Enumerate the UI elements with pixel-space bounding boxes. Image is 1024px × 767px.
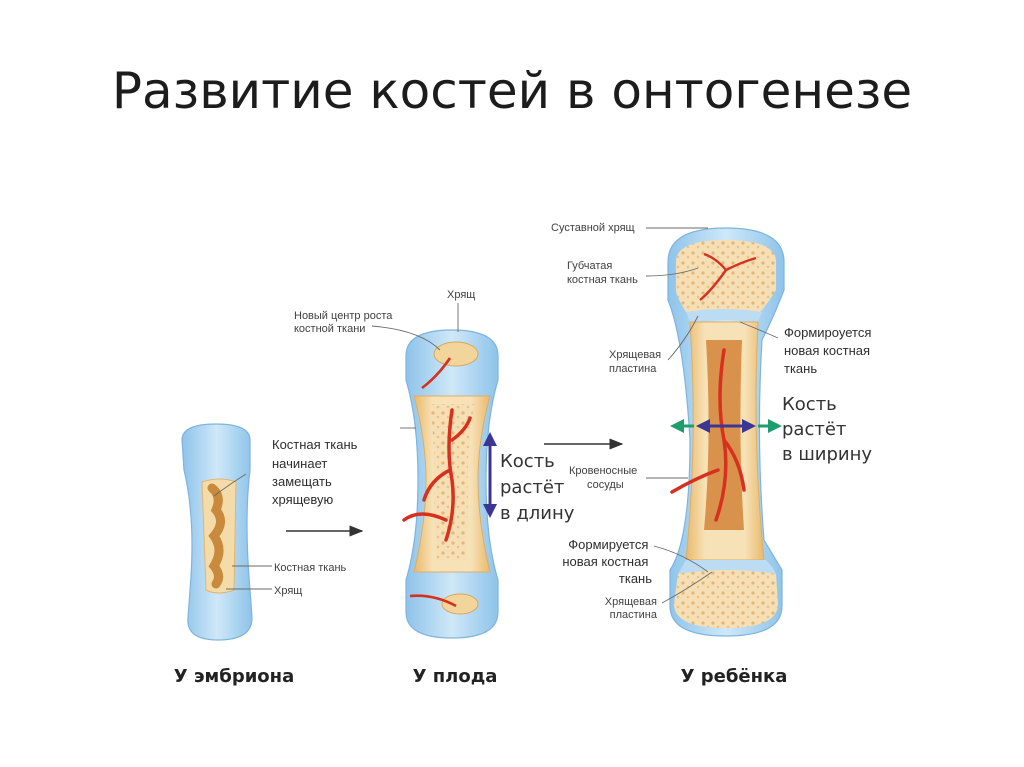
child-bone — [645, 227, 785, 637]
svg-text:Губчатая костная ткань: Губчатая костная ткань — [567, 260, 638, 286]
child-forming-top-line1: Формироуется — [784, 325, 871, 340]
child-forming-top-line2: новая костная — [784, 343, 870, 358]
embryo-cartilage-label: Хрящ — [274, 585, 302, 597]
stage-embryo-label: У эмбриона — [174, 666, 295, 687]
fetus-growth-line3: в длину — [500, 503, 575, 524]
stage-child-label: У ребёнка — [681, 666, 788, 687]
embryo-label-line2: начинает — [272, 456, 327, 471]
child-forming-top-line3: ткань — [784, 361, 817, 376]
child-width-line2: растёт — [782, 419, 846, 440]
child-width-line1: Кость — [782, 394, 837, 415]
svg-text:Кость растёт в длину: Кость растёт в длину — [500, 451, 575, 524]
child-forming-bottom-line2: новая костная — [562, 554, 648, 569]
svg-text:Формироуется новая костная: Формироуется новая костная ткань — [784, 325, 875, 376]
svg-text:Хрящевая пластина: Хрящевая пластина — [609, 349, 664, 375]
embryo-bone-tissue-label: Костная ткань — [274, 562, 347, 574]
page-title: Развитие костей в онтогенезе — [111, 62, 913, 120]
child-spongy-line2: костная ткань — [567, 274, 638, 286]
embryo-label-line1: Костная ткань — [272, 437, 358, 452]
fetus-growth-line1: Кость — [500, 451, 555, 472]
svg-text:Новый центр роста костной: Новый центр роста костной ткани — [294, 310, 395, 335]
child-width-line3: в ширину — [782, 444, 872, 465]
embryo-bone — [181, 423, 272, 641]
fetus-new-center-line2: костной ткани — [294, 323, 365, 335]
child-articular-cartilage-label: Суставной хрящ — [551, 222, 635, 234]
child-spongy-line1: Губчатая — [567, 260, 612, 272]
length-growth-arrow — [483, 432, 497, 518]
svg-text:Кровеносные сосуды: Кровеносные сосуды — [569, 465, 640, 491]
embryo-leader-replacing — [213, 473, 247, 497]
child-plate-bottom-line1: Хрящевая — [605, 596, 657, 608]
fetus-bone — [371, 303, 499, 639]
svg-text:Костная ткань начинает: Костная ткань начинает замещать хрящевую — [272, 437, 361, 507]
svg-text:Хрящевая пластина: Хрящевая пластина — [605, 596, 660, 621]
child-forming-bottom-line1: Формируется — [568, 537, 648, 552]
child-plate-top-line2: пластина — [609, 363, 657, 375]
fetus-new-center-line1: Новый центр роста — [294, 310, 393, 322]
svg-text:Формируется новая костная: Формируется новая костная ткань — [562, 537, 652, 586]
child-plate-top-line1: Хрящевая — [609, 349, 661, 361]
child-forming-bottom-line3: ткань — [619, 571, 652, 586]
stage-fetus-label: У плода — [413, 666, 498, 687]
child-vessels-line1: Кровеносные — [569, 465, 637, 477]
embryo-label-line4: хрящевую — [272, 492, 334, 507]
embryo-label-line3: замещать — [272, 474, 332, 489]
child-plate-bottom-line2: пластина — [610, 609, 658, 621]
width-growth-arrows — [670, 419, 782, 433]
svg-text:Кость растёт в ширину: Кость растёт в ширину — [782, 394, 872, 465]
fetus-growth-line2: растёт — [500, 477, 564, 498]
fetus-cartilage-label: Хрящ — [447, 289, 475, 301]
child-vessels-line2: сосуды — [587, 479, 624, 491]
